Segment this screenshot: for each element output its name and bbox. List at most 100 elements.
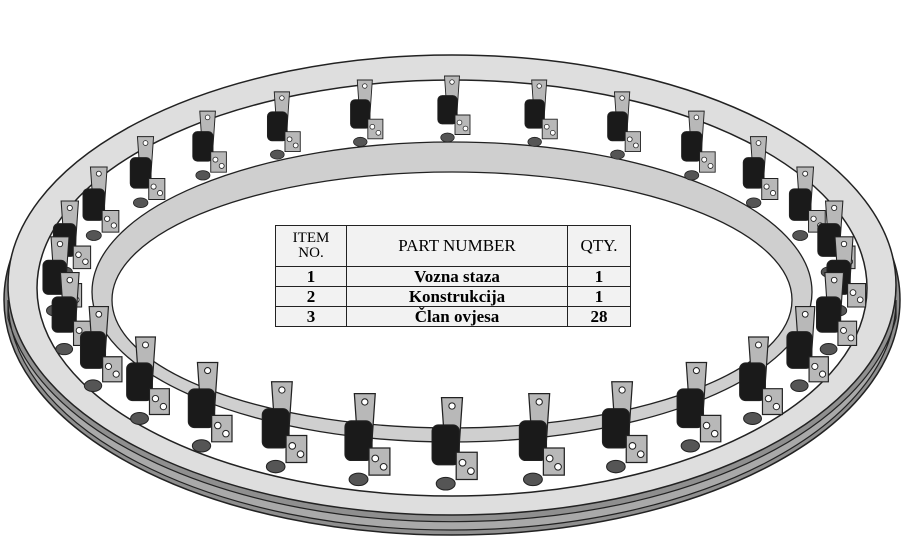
suspension-member-roller xyxy=(192,131,214,162)
bom-header-item-no: ITEM NO. xyxy=(275,225,347,267)
suspension-member-wheel xyxy=(195,170,211,181)
suspension-member xyxy=(437,75,471,143)
suspension-member-wheel xyxy=(265,459,286,474)
suspension-member-bolt-hole xyxy=(362,83,368,89)
suspension-member-bolt-hole xyxy=(292,142,299,149)
suspension-member xyxy=(431,396,478,491)
suspension-member-bolt-hole xyxy=(157,190,163,197)
suspension-member-roller xyxy=(261,408,290,449)
suspension-member xyxy=(129,136,166,208)
suspension-member-bolt-hole xyxy=(830,276,838,284)
suspension-member-bolt-hole xyxy=(95,310,103,318)
suspension-member-bolt-hole xyxy=(628,442,637,450)
bom-row: 3 Član ovjesa 28 xyxy=(275,306,631,327)
suspension-member-bolt-hole xyxy=(763,183,770,190)
suspension-member xyxy=(739,336,783,425)
suspension-member xyxy=(126,336,170,425)
suspension-member-wheel xyxy=(606,459,626,474)
suspension-member-bracket-plate xyxy=(102,356,123,383)
suspension-member-bolt-hole xyxy=(840,240,848,248)
suspension-member-roller xyxy=(607,111,628,142)
bom-header-part-number: PART NUMBER xyxy=(346,225,568,267)
suspension-member-wheel xyxy=(790,379,809,392)
bom-header-qty: QTY. xyxy=(567,225,631,267)
suspension-member-bracket-plate xyxy=(624,131,641,153)
suspension-member-wheel xyxy=(680,439,700,453)
suspension-member-bolt-hole xyxy=(82,258,89,265)
suspension-member-bolt-hole xyxy=(693,114,700,121)
suspension-member xyxy=(524,79,558,147)
suspension-member-bolt-hole xyxy=(204,367,212,375)
bom-cell-item: 3 xyxy=(275,306,347,327)
suspension-member xyxy=(350,79,384,147)
suspension-member xyxy=(79,306,123,392)
suspension-member-bolt-hole xyxy=(701,156,708,163)
suspension-member-bolt-hole xyxy=(764,394,773,403)
suspension-member-bolt-hole xyxy=(618,386,626,394)
suspension-member-wheel xyxy=(792,230,809,241)
suspension-member-bracket-plate xyxy=(542,447,565,476)
suspension-member-bracket-plate xyxy=(541,118,558,140)
suspension-member-roller xyxy=(681,131,703,162)
suspension-member-wheel xyxy=(819,343,838,356)
bom-cell-part: Konstrukcija xyxy=(346,286,568,307)
suspension-member-roller xyxy=(129,157,152,189)
suspension-member-bolt-hole xyxy=(456,119,463,126)
suspension-member-bolt-hole xyxy=(847,334,855,342)
suspension-member-bolt-hole xyxy=(56,240,64,248)
suspension-member-bracket-plate xyxy=(72,245,92,270)
suspension-member-bolt-hole xyxy=(849,289,857,296)
suspension-member-bolt-hole xyxy=(379,462,388,471)
suspension-member-bolt-hole xyxy=(755,341,762,349)
suspension-member-bolt-hole xyxy=(626,136,633,143)
suspension-member-bolt-hole xyxy=(707,163,714,169)
suspension-member-roller xyxy=(266,111,288,142)
suspension-member-wheel xyxy=(684,170,700,181)
suspension-member-roller xyxy=(816,296,842,333)
suspension-member-bracket-plate xyxy=(210,151,227,173)
suspension-member-wheel xyxy=(522,472,543,487)
suspension-member-bolt-hole xyxy=(770,190,776,197)
suspension-member-roller xyxy=(742,157,765,189)
bom-cell-qty: 1 xyxy=(567,266,631,287)
suspension-member-bolt-hole xyxy=(110,222,117,229)
suspension-member-roller xyxy=(676,388,705,429)
suspension-member-bolt-hole xyxy=(95,170,102,177)
suspension-member-bolt-hole xyxy=(543,123,550,130)
suspension-member-bolt-hole xyxy=(278,386,286,394)
suspension-member-bolt-hole xyxy=(212,156,219,163)
suspension-member-bolt-hole xyxy=(449,79,455,85)
suspension-member-bolt-hole xyxy=(112,370,120,378)
suspension-member-roller xyxy=(187,388,216,429)
suspension-member-bracket-plate xyxy=(368,447,391,476)
suspension-member xyxy=(344,392,391,487)
suspension-members xyxy=(42,75,867,491)
suspension-member-bolt-hole xyxy=(286,136,293,143)
suspension-member-bracket-plate xyxy=(285,434,308,464)
suspension-member-bracket-plate xyxy=(148,178,166,200)
suspension-member-roller xyxy=(344,420,373,462)
suspension-member-roller xyxy=(79,331,107,369)
suspension-member-bolt-hole xyxy=(66,204,73,211)
suspension-member-bolt-hole xyxy=(801,310,809,318)
bom-cell-item: 2 xyxy=(275,286,347,307)
bom-cell-qty: 28 xyxy=(567,306,631,327)
suspension-member-bolt-hole xyxy=(831,204,838,211)
suspension-member-bolt-hole xyxy=(361,398,369,406)
suspension-member-bolt-hole xyxy=(772,402,781,411)
suspension-member-bolt-hole xyxy=(214,421,222,430)
suspension-member-wheel xyxy=(130,412,149,425)
suspension-member xyxy=(187,361,233,453)
suspension-member-bolt-hole xyxy=(66,276,74,284)
bom-row: 1 Vozna staza 1 xyxy=(275,266,631,287)
suspension-member-roller xyxy=(431,424,460,466)
suspension-member-bolt-hole xyxy=(467,467,475,475)
suspension-member-bolt-hole xyxy=(288,442,297,450)
suspension-member-wheel xyxy=(85,230,102,241)
suspension-member-bolt-hole xyxy=(818,370,827,378)
suspension-member-wheel xyxy=(270,149,285,160)
suspension-member-bracket-plate xyxy=(761,178,779,200)
suspension-member-bolt-hole xyxy=(369,123,376,130)
suspension-member xyxy=(607,91,641,160)
suspension-member xyxy=(261,381,308,474)
